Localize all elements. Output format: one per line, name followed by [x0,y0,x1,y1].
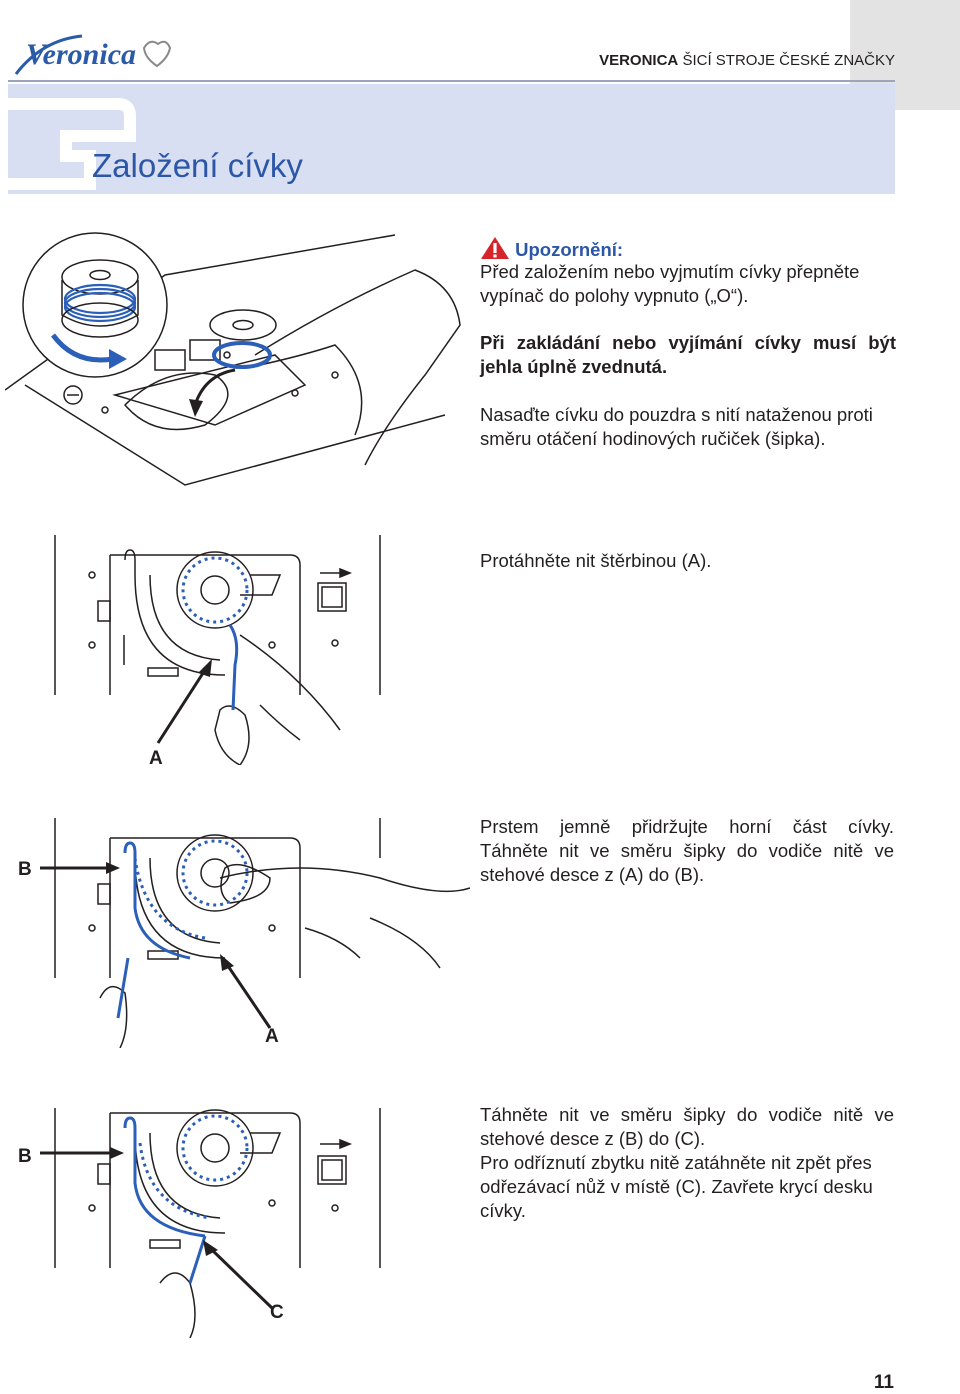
thread-slot-illustration [54,535,381,765]
sewing-machine-outline-icon [8,98,136,190]
header-tagline: VERONICA ŠICÍ STROJE ČESKÉ ZNAČKY [599,52,895,69]
cut-step-line-2: odřezávací nůž v místě (C). Zavřete kryc… [480,1176,873,1197]
pull-step-line-2: stehové desce z (B) do (C). [480,1128,706,1149]
title-band [8,84,895,194]
page-number: 11 [873,1372,894,1393]
cut-step-line-1: Pro odříznutí zbytku nitě zatáhněte nit … [480,1152,872,1173]
warning-line-2: vypínač do polohy vypnuto („O“). [480,285,749,306]
warning-heading: Upozornění: [480,236,623,262]
page-title: Založení cívky [92,147,303,184]
header-rule [8,80,895,82]
slot-step: Protáhněte nit štěrbinou (A). [480,550,712,571]
warning-title: Upozornění: [515,239,624,260]
brand-name: VERONICA [599,52,679,69]
label-a-figure-2: A [149,748,163,769]
brand-tagline: ŠICÍ STROJE ČESKÉ ZNAČKY [682,52,895,69]
veronica-logo [14,34,172,75]
label-a-figure-3: A [265,1026,279,1047]
needle-note-line-1: Při zakládání nebo vyjímání cívky musí b… [480,332,896,353]
thread-guide-a-to-b-illustration [40,818,470,1048]
hold-step-line-1: Prstem jemně přidržujte horní část cívky… [480,816,894,837]
insert-step-line-1: Nasaďte cívku do pouzdra s nití nataženo… [480,404,873,425]
hold-step-line-3: stehové desce z (A) do (B). [480,864,705,885]
warning-line-1: Před založením nebo vyjmutím cívky přepn… [480,261,860,282]
hold-step-line-2: Táhněte nit ve směru šipky do vodiče nit… [480,840,894,861]
warning-icon [481,237,509,259]
label-c-figure-4: C [270,1302,284,1323]
needle-note-line-2: jehla úplně zvednutá. [480,356,668,377]
pull-step-line-1: Táhněte nit ve směru šipky do vodiče nit… [480,1104,894,1125]
label-b-figure-4: B [18,1146,32,1167]
label-b-figure-3: B [18,859,32,880]
cut-step-line-3: cívky. [480,1200,526,1221]
bobbin-insert-illustration [5,232,461,486]
insert-step-line-2: směru otáčení hodinových ručiček (šipka)… [480,428,826,449]
thread-guide-b-to-c-illustration [40,1108,381,1338]
logo-text: Veronica [26,38,137,71]
